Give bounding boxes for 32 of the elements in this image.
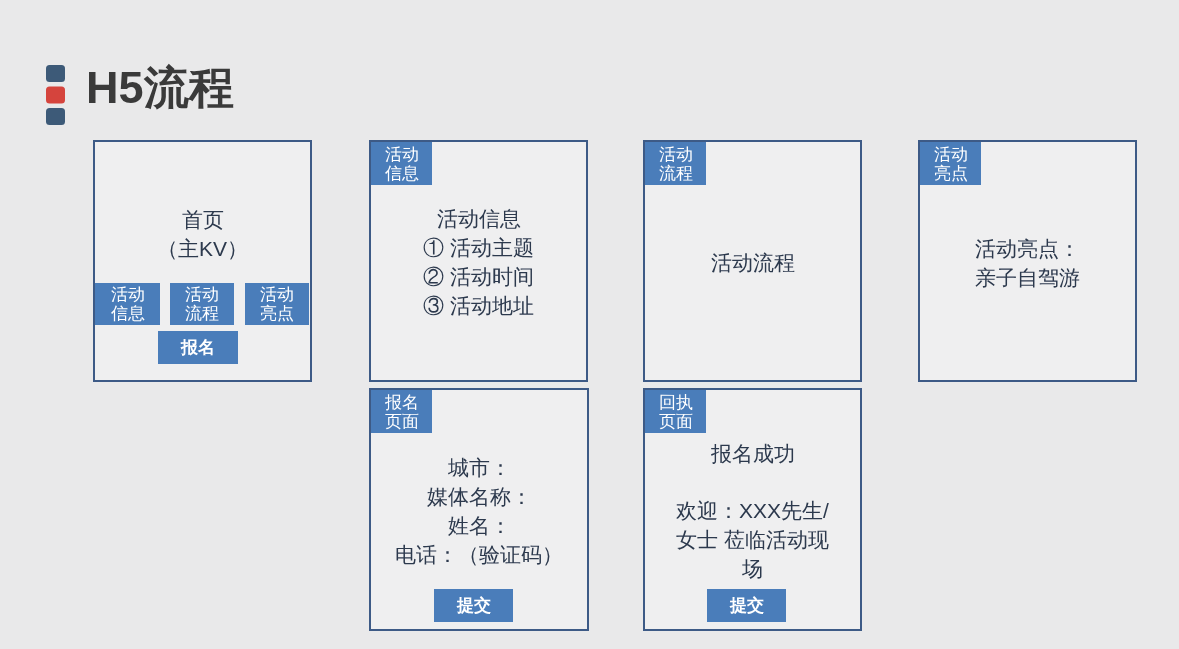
screen-text: ① 活动主题 bbox=[423, 235, 534, 261]
title: H5流程 bbox=[86, 62, 234, 114]
action-button: 提交 bbox=[434, 589, 513, 622]
screen-text: 姓名： bbox=[447, 513, 511, 539]
screen-box bbox=[369, 388, 589, 631]
screen-box bbox=[643, 388, 862, 631]
screen-box bbox=[643, 140, 862, 382]
screen-text: ② 活动时间 bbox=[423, 264, 534, 290]
page-tag: 活动亮点 bbox=[920, 142, 981, 185]
page-tag: 活动信息 bbox=[371, 142, 432, 185]
screen-text: 媒体名称： bbox=[426, 484, 532, 510]
screen-box bbox=[369, 140, 588, 382]
tab-button: 活动信息 bbox=[95, 283, 160, 325]
tab-button: 活动流程 bbox=[170, 283, 234, 325]
screen-box bbox=[918, 140, 1137, 382]
screen-text: 活动亮点：亲子自驾游 bbox=[974, 236, 1081, 291]
action-button: 提交 bbox=[707, 589, 786, 622]
page-tag: 活动流程 bbox=[645, 142, 706, 185]
screen-text: 活动信息 bbox=[436, 206, 521, 232]
page-tag: 回执页面 bbox=[645, 390, 706, 433]
screen-box bbox=[93, 140, 312, 382]
page-tag: 报名页面 bbox=[371, 390, 432, 433]
screen-text: 报名成功 bbox=[710, 441, 795, 467]
screen-text: 电话：（验证码） bbox=[395, 542, 563, 568]
screen-text: 首页 bbox=[181, 207, 224, 233]
screen-text: ③ 活动地址 bbox=[423, 293, 534, 319]
screen-text: （主KV） bbox=[157, 236, 248, 262]
screen-text: 活动流程 bbox=[710, 250, 795, 276]
action-button: 报名 bbox=[158, 331, 238, 364]
tab-button: 活动亮点 bbox=[245, 283, 309, 325]
screen-text: 欢迎：XXX先生/女士 莅临活动现场 bbox=[675, 498, 830, 582]
screen-text: 城市： bbox=[447, 455, 511, 481]
